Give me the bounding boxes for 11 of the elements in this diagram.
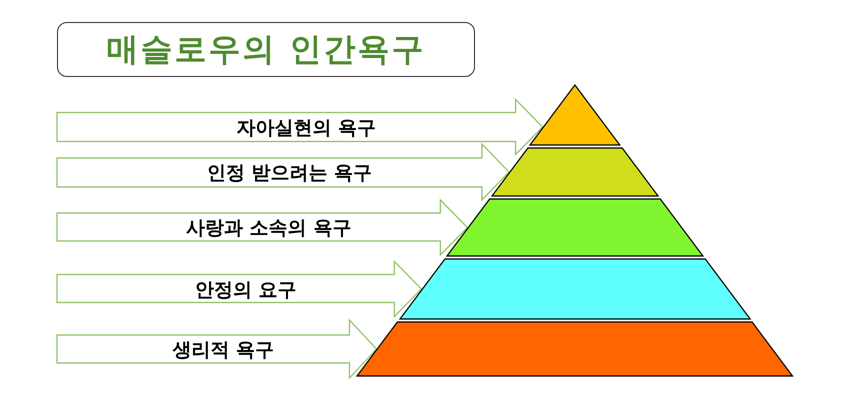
block-arrow: [56, 260, 422, 318]
block-arrow: [56, 198, 468, 256]
block-arrow: [56, 318, 378, 380]
block-arrow: [56, 142, 510, 202]
edge-label: 사랑과 소속의 욕구: [186, 216, 352, 241]
edge-label: 안정의 요구: [194, 278, 296, 302]
title-box: 매슬로우의 인간욕구: [57, 22, 475, 77]
block-arrow: [56, 98, 544, 156]
edge-label: 생리적 욕구: [172, 338, 274, 363]
edge-label: 인정 받으려는 욕구: [206, 161, 372, 186]
edge-label: 자아실현의 욕구: [236, 116, 376, 140]
